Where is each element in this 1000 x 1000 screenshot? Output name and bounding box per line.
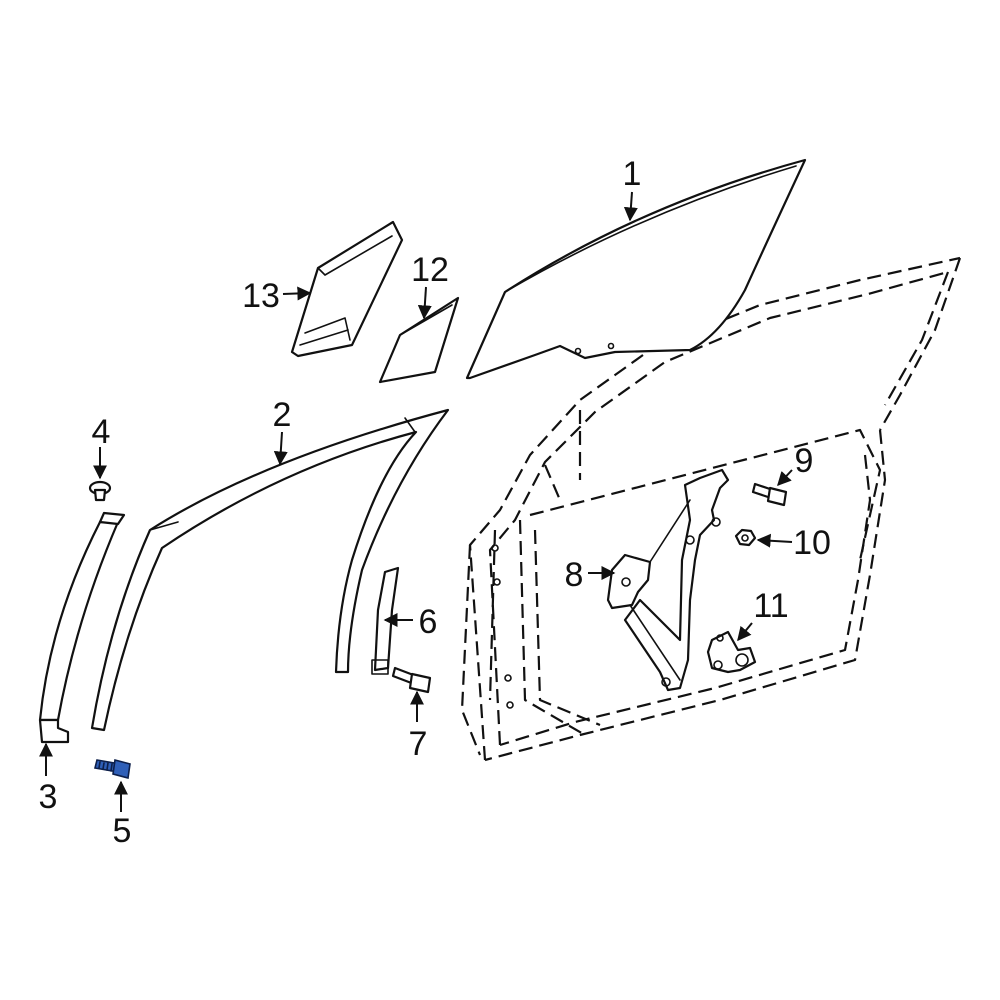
part-3-front-weatherstrip [38, 511, 126, 744]
callout-1: 1 [623, 155, 642, 193]
callout-11: 11 [753, 587, 788, 625]
part-7-bolt [391, 666, 432, 694]
part-2-run-channel [90, 408, 450, 732]
part-13-quarter-glass-seal [290, 220, 404, 358]
callout-2: 2 [273, 396, 292, 434]
part-1-door-glass [465, 158, 807, 380]
callout-6: 6 [419, 603, 438, 641]
door-frame-outline [460, 256, 962, 762]
callout-9: 9 [795, 442, 814, 480]
callout-10: 10 [793, 524, 831, 562]
part-8-window-regulator [606, 468, 730, 692]
part-5-bolt [94, 758, 131, 780]
part-4-clip [88, 480, 112, 502]
callout-5: 5 [113, 812, 132, 850]
callout-8: 8 [565, 556, 584, 594]
callout-13: 13 [242, 277, 280, 315]
callout-7: 7 [409, 725, 428, 763]
part-10-nut [734, 528, 757, 547]
callout-arrows [39, 191, 793, 812]
callout-4: 4 [92, 413, 111, 451]
part-12-quarter-glass [378, 296, 460, 384]
callout-labels: 1 2 3 4 5 6 7 8 9 10 11 12 13 [39, 155, 831, 850]
part-9-bolt [751, 482, 788, 507]
callout-3: 3 [39, 778, 58, 816]
part-11-regulator-motor [706, 630, 757, 674]
callout-12: 12 [411, 251, 449, 289]
